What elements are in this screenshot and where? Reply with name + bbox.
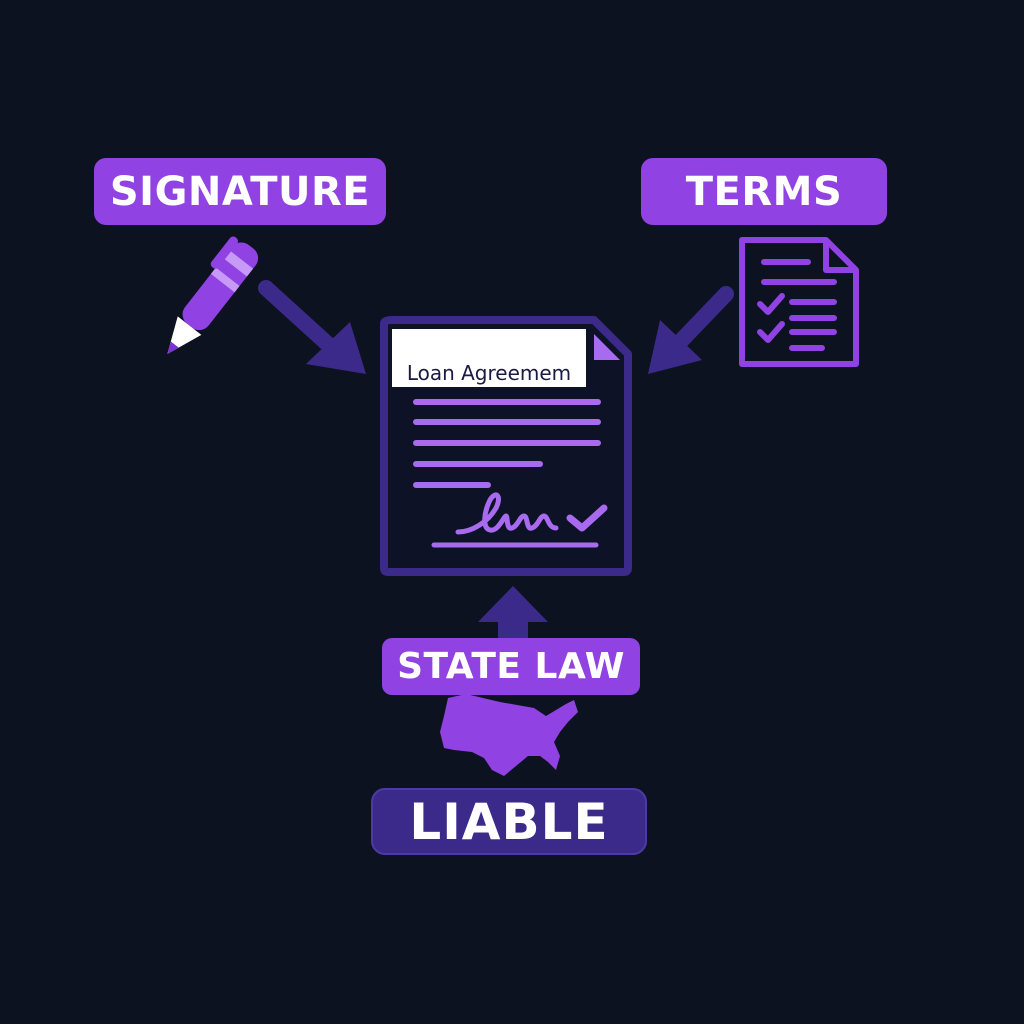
terms-label: TERMS — [641, 158, 887, 225]
signature-checkmark-icon — [455, 492, 608, 535]
checklist-document-icon — [739, 237, 859, 367]
pen-icon — [167, 236, 259, 355]
arrow-state-law-to-document — [478, 586, 548, 642]
arrow-signature-to-document — [258, 280, 366, 374]
arrow-terms-to-document — [648, 286, 734, 374]
signature-label: SIGNATURE — [94, 158, 386, 225]
state-law-label: STATE LAW — [382, 638, 640, 695]
document-title: Loan Agreemem — [392, 329, 586, 387]
usa-map-icon — [440, 694, 578, 776]
liable-label: LIABLE — [371, 788, 647, 855]
